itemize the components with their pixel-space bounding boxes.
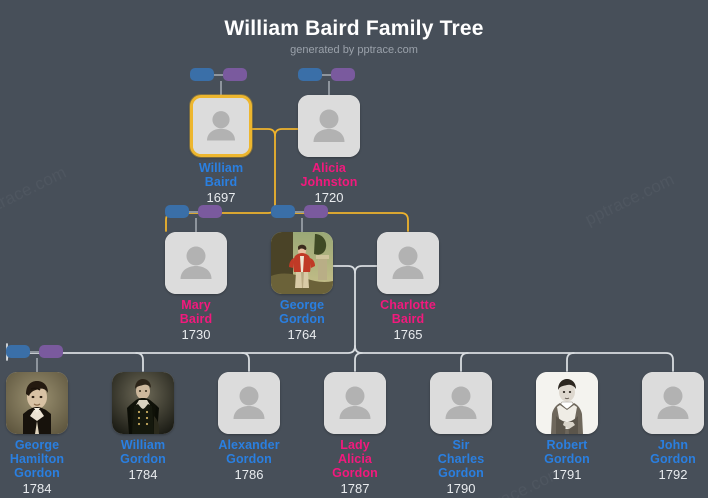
chip-connector (295, 211, 304, 213)
person-name: Alexander Gordon (218, 438, 280, 466)
chip-connector (214, 74, 223, 76)
person-name: Lady Alicia Gordon (332, 438, 378, 480)
mother-chip[interactable] (39, 345, 63, 358)
person-placeholder-icon[interactable] (190, 95, 252, 157)
avatar-wrap[interactable] (218, 372, 280, 434)
person-name: William Baird (198, 161, 244, 189)
chip-connector (322, 74, 331, 76)
mother-chip[interactable] (304, 205, 328, 218)
person-name: Mary Baird (179, 298, 213, 326)
person-birth-year: 1764 (287, 327, 317, 342)
avatar-wrap[interactable] (165, 232, 227, 294)
person-placeholder-icon[interactable] (298, 95, 360, 157)
person-birth-year: 1784 (22, 481, 52, 496)
portrait-photo[interactable] (112, 372, 174, 434)
person-birth-year: 1787 (340, 481, 370, 496)
parent-chips-william-baird[interactable] (190, 68, 252, 95)
father-chip[interactable] (6, 345, 30, 358)
person-name: John Gordon (650, 438, 696, 466)
avatar-wrap[interactable] (642, 372, 704, 434)
person-name: Charlotte Baird (380, 298, 436, 326)
watermark-right: pptrace.com (582, 170, 678, 230)
parent-chips-mary-baird[interactable] (165, 205, 227, 232)
person-name: Alicia Johnston (300, 161, 358, 189)
person-birth-year: 1786 (234, 467, 264, 482)
chip-stem (220, 81, 222, 95)
portrait-photo[interactable] (536, 372, 598, 434)
avatar-wrap[interactable] (112, 372, 174, 434)
person-birth-year: 1730 (181, 327, 211, 342)
person-birth-year: 1792 (658, 467, 688, 482)
person-placeholder-icon[interactable] (377, 232, 439, 294)
chip-stem (36, 358, 38, 372)
chip-stem (301, 218, 303, 232)
person-birth-year: 1720 (314, 190, 344, 205)
mother-chip[interactable] (223, 68, 247, 81)
father-chip[interactable] (271, 205, 295, 218)
person-name: William Gordon (120, 438, 166, 466)
chart-header: William Baird Family Tree generated by p… (0, 16, 708, 58)
avatar-wrap[interactable] (190, 95, 252, 157)
avatar-wrap[interactable] (377, 232, 439, 294)
father-chip[interactable] (298, 68, 322, 81)
page-subtitle: generated by pptrace.com (290, 44, 418, 56)
avatar-wrap[interactable] (324, 372, 386, 434)
person-placeholder-icon[interactable] (324, 372, 386, 434)
person-birth-year: 1790 (446, 481, 476, 496)
person-birth-year: 1765 (393, 327, 423, 342)
father-chip[interactable] (190, 68, 214, 81)
avatar-wrap[interactable] (430, 372, 492, 434)
person-birth-year: 1697 (206, 190, 236, 205)
portrait-photo[interactable] (6, 372, 68, 434)
avatar-wrap[interactable] (271, 232, 333, 294)
person-placeholder-icon[interactable] (642, 372, 704, 434)
mother-chip[interactable] (331, 68, 355, 81)
avatar-wrap[interactable] (298, 95, 360, 157)
parent-chips-george-gordon[interactable] (271, 205, 333, 232)
parent-chips-george-hamilton-gordon[interactable] (6, 345, 68, 372)
chip-connector (30, 351, 39, 353)
portrait-photo[interactable] (271, 232, 333, 294)
chip-stem (328, 81, 330, 95)
person-placeholder-icon[interactable] (430, 372, 492, 434)
person-name: George Hamilton Gordon (9, 438, 65, 480)
avatar-wrap[interactable] (6, 372, 68, 434)
person-name: Sir Charles Gordon (437, 438, 485, 480)
avatar-wrap[interactable] (536, 372, 598, 434)
person-placeholder-icon[interactable] (165, 232, 227, 294)
father-chip[interactable] (165, 205, 189, 218)
person-placeholder-icon[interactable] (218, 372, 280, 434)
chip-connector (189, 211, 198, 213)
page-title: William Baird Family Tree (224, 17, 484, 40)
watermark-left: pptrace.com (0, 163, 70, 223)
person-birth-year: 1791 (552, 467, 582, 482)
person-birth-year: 1784 (128, 467, 158, 482)
mother-chip[interactable] (198, 205, 222, 218)
person-name: George Gordon (279, 298, 325, 326)
person-name: Robert Gordon (544, 438, 590, 466)
parent-chips-alicia-johnston[interactable] (298, 68, 360, 95)
chip-stem (195, 218, 197, 232)
